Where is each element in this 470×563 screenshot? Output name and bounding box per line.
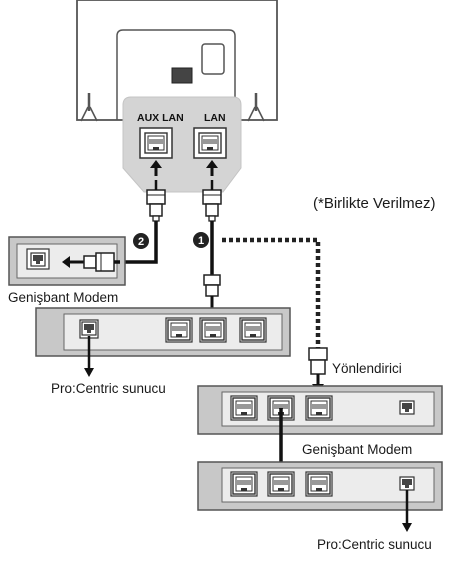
lan-arrow-icon (206, 160, 218, 176)
dotted-cable (222, 237, 321, 348)
network-switch-1 (35, 307, 291, 357)
procentric-server-1-label: Pro:Centric sunucu (51, 381, 166, 396)
aux-lan-label: AUX LAN (137, 112, 184, 124)
tv-stand-left (80, 93, 98, 122)
lan-port (193, 127, 227, 159)
tv-port-panel: AUX LAN LAN (122, 96, 242, 193)
marker-1 (193, 232, 209, 248)
broadband-modem-1 (8, 236, 126, 286)
aux-lan-port (139, 127, 173, 159)
aux-plug-icon (146, 189, 166, 222)
server-1-arrow-icon (84, 336, 94, 377)
router (197, 385, 443, 435)
router-label: Yönlendirici (332, 361, 402, 376)
marker-2 (133, 233, 149, 249)
not-supplied-note: (*Birlikte Verilmez) (313, 195, 436, 212)
broadband-modem-2-label: Genişbant Modem (302, 442, 413, 457)
lan-label: LAN (204, 112, 226, 124)
cable-2 (118, 221, 158, 264)
lan-plug-icon (202, 189, 222, 222)
procentric-server-2-label: Pro:Centric sunucu (317, 537, 432, 552)
broadband-modem-1-label: Genişbant Modem (8, 290, 119, 305)
server-2-arrow-icon (402, 490, 412, 532)
svg-text:2: 2 (138, 236, 144, 248)
tv-stand-right (247, 93, 265, 122)
broadband-modem-2 (197, 461, 443, 511)
svg-text:1: 1 (198, 235, 204, 247)
aux-lan-arrow-icon (150, 160, 162, 176)
